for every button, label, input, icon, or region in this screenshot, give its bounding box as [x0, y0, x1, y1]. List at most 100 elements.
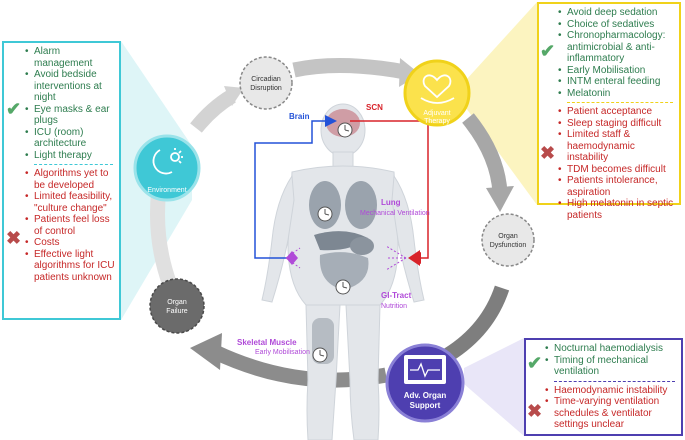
adjuvant-callout-fan	[466, 2, 537, 205]
list-item: Effective light algorithms for ICU patie…	[25, 249, 117, 284]
node-adjuvant: Adjuvant Therapy	[403, 59, 471, 127]
lung-right	[345, 181, 377, 229]
intestines	[319, 252, 369, 290]
organs	[309, 109, 377, 364]
node-support-label-1: Adv. Organ	[404, 391, 447, 400]
clock-icon	[317, 206, 333, 222]
list-item: Choice of sedatives	[558, 19, 677, 31]
divider	[34, 164, 113, 165]
list-item: Avoid deep sedation	[558, 7, 677, 19]
node-failure-label-1: Organ	[167, 299, 187, 306]
node-failure-label-2: Failure	[166, 308, 188, 315]
list-item: Early Mobilisation	[558, 65, 677, 77]
arrowhead-to-circadian	[224, 86, 244, 106]
list-item: High melatonin in septic patients	[558, 198, 677, 221]
heart-hand-icon	[422, 74, 452, 99]
node-organ-dysfunction: Organ Dysfunction	[481, 213, 535, 267]
adjuvant-box: Avoid deep sedation Choice of sedatives …	[537, 2, 681, 221]
list-item: Alarm management	[25, 46, 117, 69]
environment-negatives: Algorithms yet to be developed Limited f…	[12, 168, 117, 283]
node-dysfunction-label-2: Dysfunction	[490, 242, 527, 249]
arrowhead-to-organ-failure	[190, 333, 222, 370]
check-icon: ✔	[540, 41, 556, 61]
node-circadian: Circadian Disruption	[239, 56, 293, 110]
scn-signal-marker	[408, 250, 420, 266]
ring-segment-upper-left	[190, 89, 236, 133]
list-item: Patients feel loss of control	[25, 214, 117, 237]
lung-left	[309, 181, 341, 229]
node-environment: Environment	[133, 134, 201, 202]
list-item: Patient acceptance	[558, 106, 677, 118]
list-item: Time-varying ventilation schedules & ven…	[545, 396, 679, 431]
list-item: Limited feasibility, "culture change"	[25, 191, 117, 214]
list-item: Timing of mechanical ventilation	[545, 355, 679, 378]
clock-icon	[337, 122, 353, 138]
support-callout-fan	[464, 338, 524, 436]
scn-label: SCN	[366, 103, 383, 112]
list-item: Haemodynamic instability	[545, 385, 679, 397]
node-adv-organ-support: Adv. Organ Support	[385, 343, 465, 423]
cycle-arrowheads	[190, 58, 514, 370]
list-item: Chronopharmacology: antimicrobial & anti…	[558, 30, 677, 65]
arrowhead-to-adjuvant	[399, 58, 420, 87]
organ-support-box: Nocturnal haemodialysis Timing of mechan…	[524, 338, 683, 436]
node-environment-label: Environment	[147, 187, 186, 194]
adjuvant-negatives: Patient acceptance Sleep staging difficu…	[545, 106, 677, 221]
left-arm	[261, 174, 295, 303]
monitor-icon	[404, 355, 446, 384]
list-item: INTM enteral feeding	[558, 76, 677, 88]
gi-sublabel: Nutrition	[381, 303, 407, 310]
brain-label: Brain	[289, 112, 310, 121]
clock-icon	[312, 347, 328, 363]
list-item: Limited staff & haemodynamic instability	[558, 129, 677, 164]
support-negatives: Haemodynamic instability Time-varying ve…	[532, 385, 679, 431]
list-item: Melatonin	[558, 88, 677, 100]
list-item: Costs	[25, 237, 117, 249]
list-item: Eye masks & ear plugs	[25, 104, 117, 127]
divider	[554, 380, 675, 382]
list-item: Nocturnal haemodialysis	[545, 343, 679, 355]
stomach	[350, 237, 374, 255]
node-dysfunction-label-1: Organ	[498, 233, 518, 240]
cross-icon: ✖	[540, 143, 556, 163]
right-arm	[391, 174, 425, 303]
list-item: TDM becomes difficult	[558, 164, 677, 176]
node-circadian-label-1: Circadian	[251, 76, 281, 83]
skeletal-label: Skeletal Muscle	[237, 338, 297, 347]
ring-segment-lower-right	[443, 285, 510, 362]
brain-pathway-line	[254, 115, 337, 259]
list-item: Patients intolerance, aspiration	[558, 175, 677, 198]
list-item: Algorithms yet to be developed	[25, 168, 117, 191]
node-organ-failure: Organ Failure	[149, 278, 205, 334]
ring-segment-upper-right	[462, 113, 508, 194]
check-icon: ✔	[527, 353, 543, 373]
skeletal-sublabel: Early Mobilisation	[255, 349, 310, 356]
list-item: Sleep staging difficult	[558, 118, 677, 130]
list-item: ICU (room) architecture	[25, 127, 117, 150]
gi-label: GI-Tract	[381, 291, 412, 300]
moon-sun-icon	[152, 148, 183, 175]
support-positives: Nocturnal haemodialysis Timing of mechan…	[532, 343, 679, 378]
node-support-label-2: Support	[410, 401, 441, 410]
divider	[567, 102, 673, 103]
check-icon: ✔	[6, 99, 22, 119]
list-item: Light therapy	[25, 150, 117, 162]
brain-signal-marker	[286, 251, 298, 265]
lung-sublabel: Mechanical Ventilation	[360, 210, 430, 217]
node-circadian-label-2: Disruption	[250, 85, 282, 92]
list-item: Avoid bedside interventions at night	[25, 69, 117, 104]
adjuvant-positives: Avoid deep sedation Choice of sedatives …	[545, 7, 677, 99]
arrowhead-to-organ-dysfunction	[486, 186, 514, 212]
clock-icon	[335, 279, 351, 295]
node-adjuvant-label-1: Adjuvant	[423, 110, 450, 117]
right-leg	[345, 304, 381, 440]
environment-box: Alarm management Avoid bedside intervent…	[2, 41, 121, 320]
cross-icon: ✖	[527, 401, 543, 421]
environment-positives: Alarm management Avoid bedside intervent…	[12, 46, 117, 161]
ring-segment-top	[292, 57, 407, 80]
cross-icon: ✖	[6, 228, 22, 248]
lung-label: Lung	[381, 198, 401, 207]
node-adjuvant-label-2: Therapy	[424, 118, 450, 125]
signal-rays	[285, 245, 407, 271]
